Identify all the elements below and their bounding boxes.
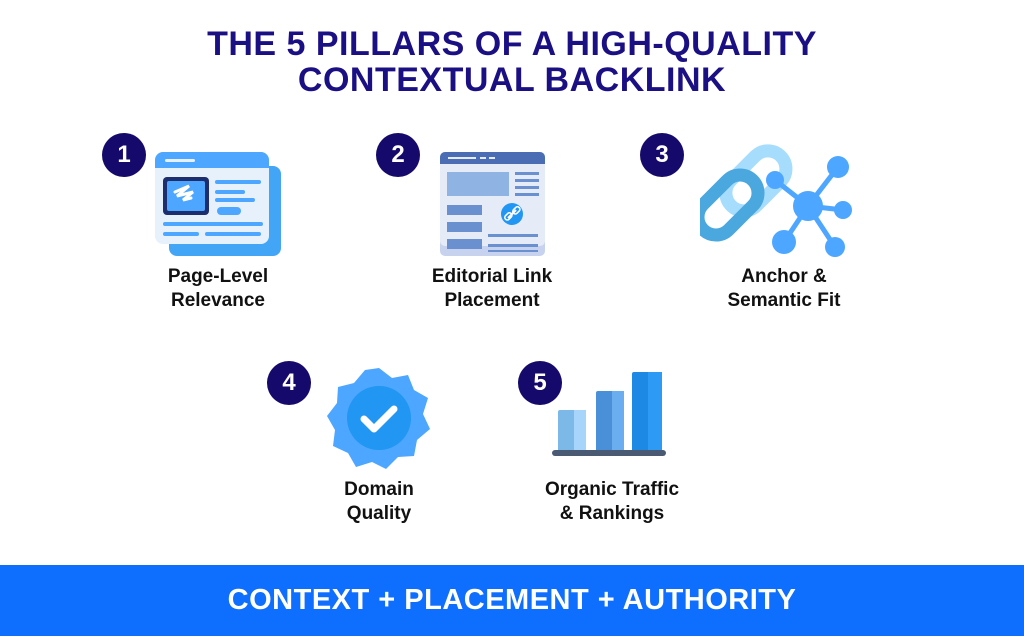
pillar-label-5: Organic Traffic& Rankings (544, 479, 680, 524)
number-badge-4: 4 (267, 361, 311, 405)
article-link-icon (440, 152, 545, 256)
summary-banner: CONTEXT + PLACEMENT + AUTHORITY (0, 565, 1024, 636)
page-title: THE 5 PILLARS OF A HIGH-QUALITY CONTEXTU… (207, 25, 817, 99)
number-badge-2: 2 (376, 133, 420, 177)
bar-chart-icon (552, 372, 666, 456)
webpage-icon (155, 152, 281, 256)
pillar-label-3: Anchor &Semantic Fit (727, 266, 841, 311)
number-badge-5: 5 (518, 361, 562, 405)
chain-network-icon (700, 144, 852, 257)
number-badge-1: 1 (102, 133, 146, 177)
number-badge-3: 3 (640, 133, 684, 177)
verified-badge-icon (327, 368, 430, 469)
